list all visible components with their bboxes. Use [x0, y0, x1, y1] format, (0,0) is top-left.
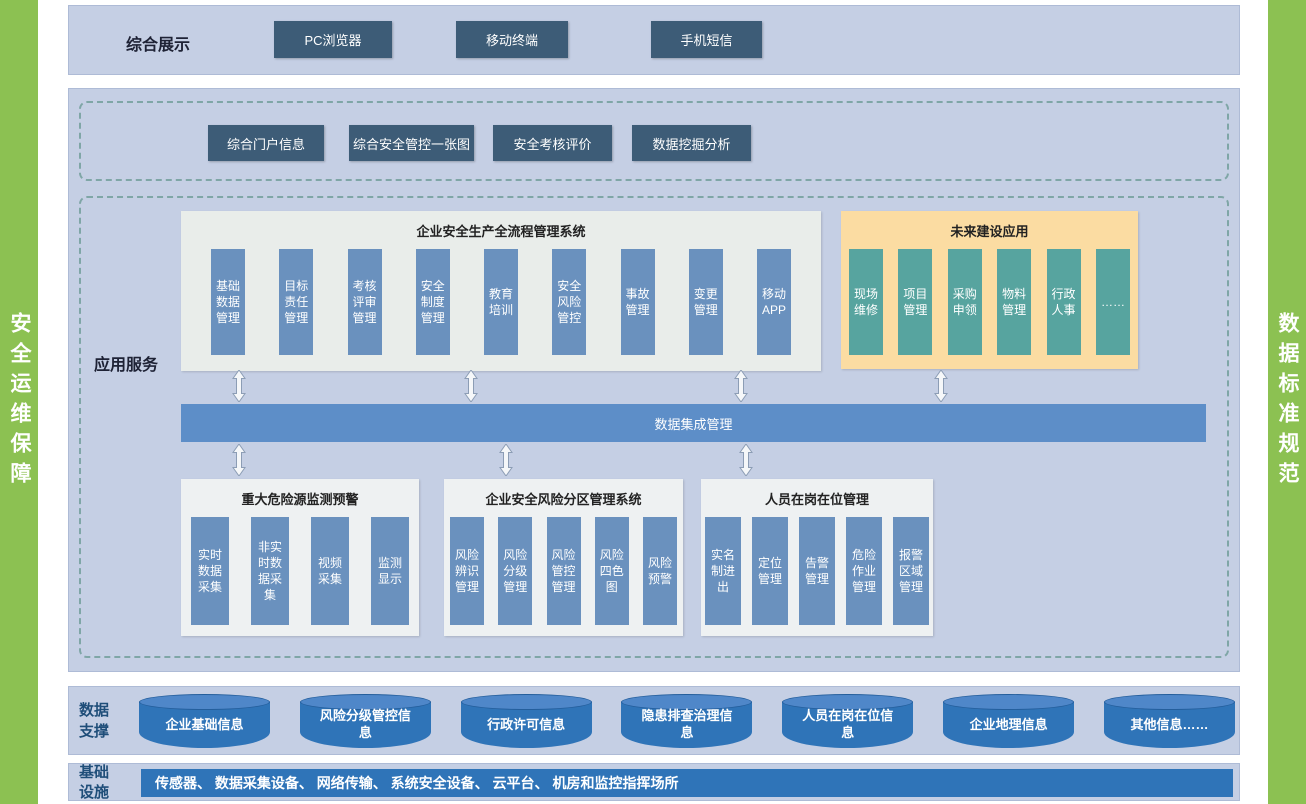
cylinder-top [460, 694, 592, 710]
module-field-repair: 现场维修 [849, 249, 883, 355]
integration-bar: 数据集成管理 [181, 404, 1206, 442]
module-video-collection: 视频采集 [311, 517, 349, 625]
hazard-system-title: 重大危险源监测预警 [241, 492, 359, 507]
module-safety-rules: 安全制度管理 [415, 249, 450, 355]
cylinder-top [782, 694, 914, 710]
module-procurement-requisition: 采购申领 [947, 249, 982, 355]
module-positioning: 定位管理 [752, 517, 788, 625]
module-realtime-collection: 实时数据采集 [191, 517, 229, 625]
database-label: 行政许可信息 [487, 716, 566, 732]
risk-system-panel: 企业安全风险分区管理系统 风险辨识管理 风险分级管理 风险管控管理 风险四色图 … [444, 479, 683, 636]
module-dangerous-work: 危险作业管理 [846, 517, 882, 625]
database-enterprise-geo: 企业地理信息 [943, 694, 1075, 748]
module-change-management: 变更管理 [688, 249, 723, 355]
right-sidebar: 数据标准规范 [1268, 0, 1306, 804]
module-mobile-app: 移动APP [757, 249, 791, 355]
database-hidden-danger: 隐患排查治理信息 [621, 694, 753, 748]
module-non-realtime-collection: 非实时数据采集 [251, 517, 289, 625]
module-monitor-display: 监测显示 [371, 517, 409, 625]
module-accident-management: 事故管理 [620, 249, 655, 355]
double-arrow-icon [499, 444, 513, 476]
database-label: 其他信息…… [1130, 716, 1209, 732]
left-sidebar-label: 安全运维保障 [8, 312, 31, 492]
module-risk-four-color-map: 风险四色图 [594, 517, 629, 625]
module-basic-data: 基础数据管理 [211, 249, 245, 355]
display-section-title: 综合展示 [126, 37, 191, 54]
infra-bar: 传感器、 数据采集设备、 网络传输、 系统安全设备、 云平台、 机房和监控指挥场… [141, 769, 1233, 797]
module-risk-identification: 风险辨识管理 [450, 517, 484, 625]
module-risk-grading: 风险分级管理 [498, 517, 533, 625]
database-label: 风险分级管控信息 [319, 708, 411, 740]
double-arrow-icon [739, 444, 753, 476]
double-arrow-icon [464, 370, 478, 402]
database-label: 人员在岗在位信息 [802, 708, 894, 740]
module-education-training: 教育培训 [484, 249, 518, 355]
personnel-system-panel: 人员在岗在位管理 实名制进出 定位管理 告警管理 危险作业管理 报警区域管理 [701, 479, 933, 636]
cylinder-top [943, 694, 1075, 710]
hazard-system-modules: 实时数据采集 非实时数据采集 视频采集 监测显示 [181, 517, 419, 625]
database-label: 企业地理信息 [969, 716, 1048, 732]
database-risk-grading: 风险分级管控信息 [299, 694, 431, 748]
process-system-panel: 企业安全生产全流程管理系统 基础数据管理 目标责任管理 考核评审管理 安全制度管… [181, 211, 821, 371]
node-safety-one-map: 综合安全管控一张图 [349, 125, 474, 161]
personnel-system-title: 人员在岗在位管理 [764, 492, 869, 507]
cylinder-top [139, 694, 270, 710]
left-sidebar: 安全运维保障 [0, 0, 38, 804]
cylinder-top [621, 694, 753, 710]
database-row: 企业基础信息 风险分级管控信息 行政许可信息 隐患排查治理信息 人员在岗在位信息… [139, 694, 1235, 750]
module-safety-risk-control: 安全风险管控 [552, 249, 587, 355]
node-sms: 手机短信 [651, 21, 762, 58]
app-section: 应用服务 综合门户信息 综合安全管控一张图 安全考核评价 数据挖掘分析 企业安全… [68, 88, 1240, 672]
database-enterprise-basic: 企业基础信息 [139, 694, 270, 748]
risk-system-title: 企业安全风险分区管理系统 [485, 492, 642, 507]
app-section-title: 应用服务 [94, 357, 159, 374]
module-project-management: 项目管理 [898, 249, 933, 355]
module-target-responsibility: 目标责任管理 [279, 249, 314, 355]
infra-section-title: 基础设施 [79, 763, 110, 801]
database-other-info: 其他信息…… [1103, 694, 1235, 748]
module-alert-management: 告警管理 [799, 517, 835, 625]
module-risk-warning: 风险预警 [643, 517, 677, 625]
module-real-name-access: 实名制进出 [705, 517, 741, 625]
hazard-system-panel: 重大危险源监测预警 实时数据采集 非实时数据采集 视频采集 监测显示 [181, 479, 419, 636]
module-ellipsis: …… [1095, 249, 1130, 355]
module-material-management: 物料管理 [997, 249, 1032, 355]
portal-dashed-box [79, 101, 1229, 181]
module-admin-hr: 行政人事 [1046, 249, 1081, 355]
right-sidebar-label: 数据标准规范 [1276, 312, 1299, 492]
future-system-panel: 未来建设应用 现场维修 项目管理 采购申领 物料管理 行政人事 …… [841, 211, 1138, 369]
module-risk-control: 风险管控管理 [546, 517, 581, 625]
data-section: 数据支撑 企业基础信息 风险分级管控信息 行政许可信息 隐患排查治理信息 人员在… [68, 686, 1240, 755]
module-alarm-zone: 报警区域管理 [893, 517, 929, 625]
double-arrow-icon [934, 370, 948, 402]
cylinder-top [299, 694, 431, 710]
infra-section: 基础设施 传感器、 数据采集设备、 网络传输、 系统安全设备、 云平台、 机房和… [68, 763, 1240, 801]
double-arrow-icon [232, 444, 246, 476]
systems-dashed-box [79, 196, 1229, 658]
module-assessment-review: 考核评审管理 [347, 249, 382, 355]
data-section-title: 数据支撑 [79, 702, 110, 740]
node-data-mining: 数据挖掘分析 [632, 125, 751, 161]
database-admin-license: 行政许可信息 [460, 694, 592, 748]
double-arrow-icon [232, 370, 246, 402]
process-system-modules: 基础数据管理 目标责任管理 考核评审管理 安全制度管理 教育培训 安全风险管控 … [181, 249, 821, 355]
database-label: 企业基础信息 [165, 716, 244, 732]
database-label: 隐患排查治理信息 [641, 708, 733, 740]
risk-system-modules: 风险辨识管理 风险分级管理 风险管控管理 风险四色图 风险预警 [444, 517, 683, 625]
future-system-modules: 现场维修 项目管理 采购申领 物料管理 行政人事 …… [841, 249, 1138, 355]
node-pc-browser: PC浏览器 [274, 21, 392, 58]
cylinder-top [1103, 694, 1235, 710]
personnel-system-modules: 实名制进出 定位管理 告警管理 危险作业管理 报警区域管理 [701, 517, 933, 625]
node-safety-assessment: 安全考核评价 [493, 125, 612, 161]
database-personnel-on-duty: 人员在岗在位信息 [782, 694, 914, 748]
process-system-title: 企业安全生产全流程管理系统 [416, 224, 586, 239]
display-section: 综合展示 PC浏览器 移动终端 手机短信 [68, 5, 1240, 75]
node-mobile-terminal: 移动终端 [456, 21, 568, 58]
double-arrow-icon [734, 370, 748, 402]
future-system-title: 未来建设应用 [950, 224, 1029, 239]
node-portal-info: 综合门户信息 [208, 125, 324, 161]
